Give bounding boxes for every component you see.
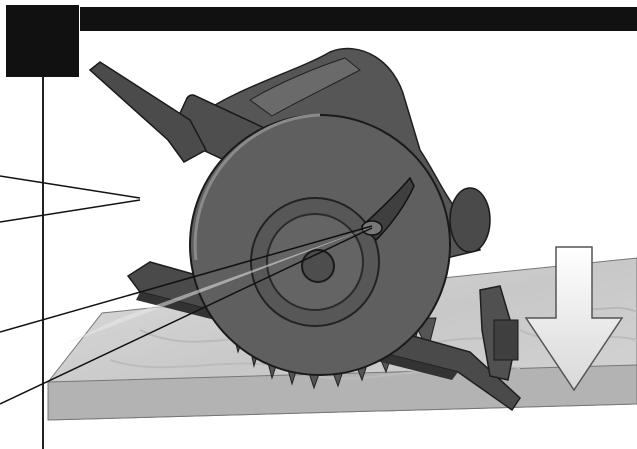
blade-guard (190, 115, 450, 375)
